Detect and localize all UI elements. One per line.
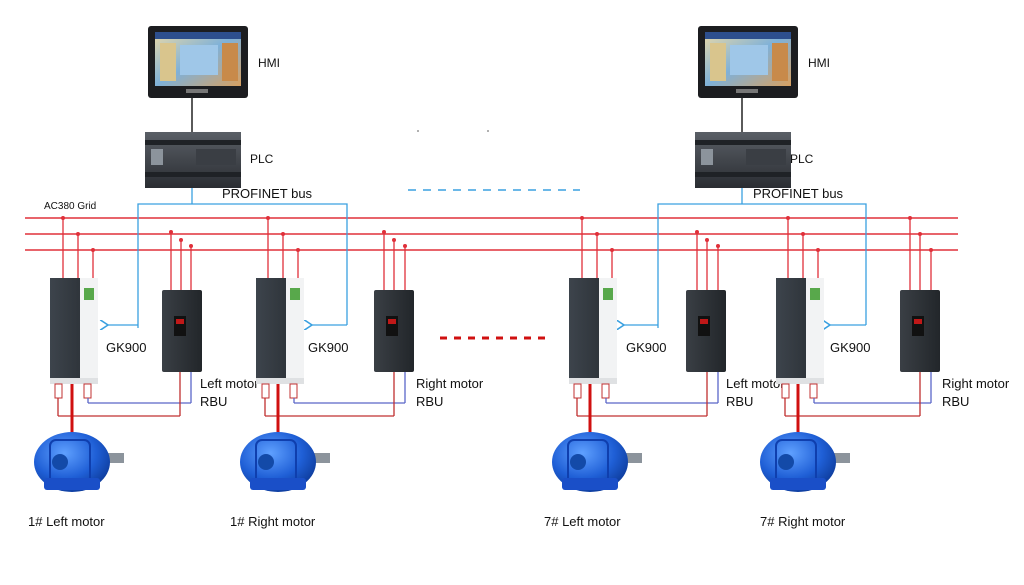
rbu-label-line1: Left motor — [200, 376, 259, 391]
speck — [417, 130, 419, 132]
motor-7-right: 7# Right motor — [760, 432, 850, 529]
grid-label: AC380 Grid — [44, 201, 96, 212]
plc-unit: PLC — [695, 132, 814, 188]
plc-unit: PLC — [145, 132, 274, 188]
rbu-label-line2: RBU — [416, 394, 443, 409]
rbu-label-line1: Right motor — [942, 376, 1010, 391]
hmi-label: HMI — [258, 56, 280, 70]
plc-label: PLC — [250, 152, 274, 166]
motor-label: 1# Left motor — [28, 514, 105, 529]
speck — [487, 130, 489, 132]
motor-label: 1# Right motor — [230, 514, 316, 529]
motor-1-right: 1# Right motor — [230, 432, 330, 529]
motor-1-left: 1# Left motor — [28, 432, 124, 529]
motor-7-left: 7# Left motor — [544, 432, 642, 529]
drive-unit-left-motor: GK900 Left motor RBU — [50, 216, 259, 440]
ac380-grid: AC380 Grid — [25, 201, 958, 251]
group-right: HMI PLC PROFINET bus GK900 — [544, 26, 1010, 529]
bus-label: PROFINET bus — [222, 186, 313, 201]
profinet-bus: PROFINET bus — [624, 186, 867, 328]
drive-unit-right-motor: GK900 Right motor RBU — [256, 216, 484, 440]
profinet-bus: PROFINET bus — [108, 186, 348, 328]
drive-label: GK900 — [106, 340, 146, 355]
hmi-label: HMI — [808, 56, 830, 70]
drive-unit-left-motor: GK900 Left motor RBU — [569, 216, 785, 440]
motor-label: 7# Left motor — [544, 514, 621, 529]
bus-label: PROFINET bus — [753, 186, 844, 201]
drive-label: GK900 — [308, 340, 348, 355]
hmi-panel: HMI — [698, 26, 830, 98]
drive-unit-right-motor: GK900 Right motor RBU — [776, 216, 1010, 440]
rbu-label-line1: Right motor — [416, 376, 484, 391]
rbu-label-line2: RBU — [726, 394, 753, 409]
rbu-label-line1: Left motor — [726, 376, 785, 391]
drive-label: GK900 — [626, 340, 666, 355]
rbu-label-line2: RBU — [942, 394, 969, 409]
motor-label: 7# Right motor — [760, 514, 846, 529]
plc-label: PLC — [790, 152, 814, 166]
drive-label: GK900 — [830, 340, 870, 355]
hmi-panel: HMI — [148, 26, 280, 98]
rbu-label-line2: RBU — [200, 394, 227, 409]
group-left: HMI PLC PROFINET bus — [28, 26, 484, 529]
